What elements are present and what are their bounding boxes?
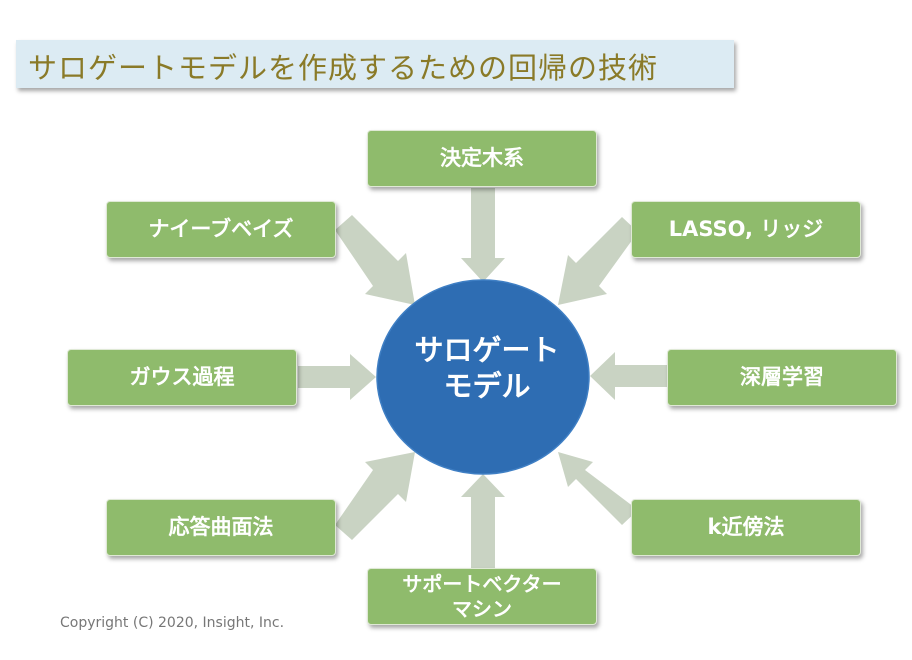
node-svm: サポートベクター マシン: [367, 568, 597, 625]
node-deep-learning: 深層学習: [667, 349, 897, 406]
arrow-from-deep-learning: [590, 352, 668, 400]
arrow-from-decision-tree: [461, 188, 505, 282]
node-label: ガウス過程: [129, 365, 235, 390]
node-label: LASSO, リッジ: [668, 217, 824, 242]
node-label: k近傍法: [708, 514, 785, 540]
node-label: ナイーブベイズ: [148, 217, 294, 242]
node-decision-tree: 決定木系: [367, 130, 597, 187]
node-label: 深層学習: [740, 365, 824, 390]
arrow-from-knn: [558, 452, 638, 525]
center-circle: [376, 279, 590, 475]
node-label: 決定木系: [440, 146, 524, 171]
title-banner: サロゲートモデルを作成するための回帰の技術: [16, 40, 734, 88]
node-lasso-ridge: LASSO, リッジ: [631, 201, 861, 258]
node-response-surface: 応答曲面法: [106, 499, 336, 556]
copyright-text: Copyright (C) 2020, Insight, Inc.: [60, 615, 285, 631]
node-label: 応答曲面法: [168, 515, 274, 540]
arrow-from-lasso: [558, 217, 638, 305]
arrow-from-response-surface: [335, 452, 415, 540]
arrow-from-naive-bayes: [335, 215, 415, 305]
page-title: サロゲートモデルを作成するための回帰の技術: [28, 51, 659, 85]
arrow-from-gaussian-process: [298, 354, 376, 400]
node-knn: k近傍法: [631, 499, 861, 556]
node-gaussian-process: ガウス過程: [67, 349, 297, 406]
arrow-from-svm: [461, 474, 505, 568]
node-label: サポートベクター マシン: [402, 571, 562, 621]
center-label: サロゲート モデル: [414, 333, 560, 404]
node-naive-bayes: ナイーブベイズ: [106, 201, 336, 258]
node-label-text: k近傍法: [707, 515, 785, 540]
